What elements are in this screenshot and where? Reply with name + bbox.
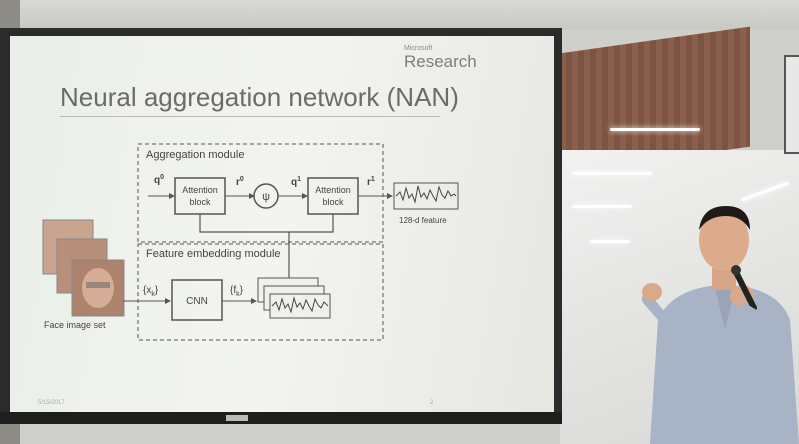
- feature-label: 128-d feature: [399, 216, 447, 225]
- slide-date: 5/15/2017: [38, 400, 65, 406]
- output-feature-vector: [393, 182, 459, 210]
- wall-sign: [784, 55, 799, 154]
- ceiling-light: [610, 128, 700, 131]
- aggregation-module-box: [137, 143, 384, 243]
- ceiling-light: [572, 205, 632, 208]
- microphone-icon: [733, 269, 757, 311]
- fk-label: {fk}: [230, 285, 244, 298]
- feature-embedding-module-label: Feature embedding module: [146, 248, 281, 260]
- attention-block-1-label: block: [189, 197, 211, 207]
- attention-block-2-label: block: [322, 197, 344, 207]
- r0-label: r0: [236, 176, 244, 188]
- nan-diagram: Aggregation module Feature embedding mod…: [42, 143, 459, 341]
- feature-vector-stack: [269, 293, 331, 319]
- attention-block-2: [307, 177, 359, 215]
- title-divider: [60, 116, 440, 117]
- presentation-slide: Microsoft Research Neural aggregation ne…: [10, 36, 554, 412]
- ceiling: [0, 0, 799, 30]
- speaker-head: [699, 209, 749, 271]
- slide-title: Neural aggregation network (NAN): [60, 82, 459, 112]
- q0-label: q0: [154, 174, 164, 186]
- cnn-block: [171, 279, 223, 321]
- feature-embedding-module-box: [137, 243, 384, 341]
- screen-label: [226, 415, 248, 421]
- attention-block-1: [174, 177, 226, 215]
- speaker: [641, 206, 799, 444]
- ceiling-light: [572, 172, 652, 175]
- aggregation-module-label: Aggregation module: [146, 149, 244, 161]
- attention-block-2-label: Attention: [315, 185, 351, 195]
- psi-symbol: ψ: [262, 191, 270, 203]
- cnn-label: CNN: [186, 296, 208, 307]
- speaker-hand: [642, 283, 662, 301]
- r1-label: r1: [367, 176, 375, 188]
- xk-label: {xk}: [143, 285, 159, 298]
- attention-block-1-label: Attention: [182, 185, 218, 195]
- face-image-set-label: Face image set: [44, 320, 106, 330]
- ceiling-light: [590, 240, 630, 243]
- brand-logo-text: Research: [404, 52, 477, 71]
- q1-label: q1: [291, 176, 301, 188]
- screen-bottom-bar: [0, 412, 562, 424]
- slide-page-number: 2: [430, 400, 434, 406]
- brand-small-text: Microsoft: [404, 45, 433, 52]
